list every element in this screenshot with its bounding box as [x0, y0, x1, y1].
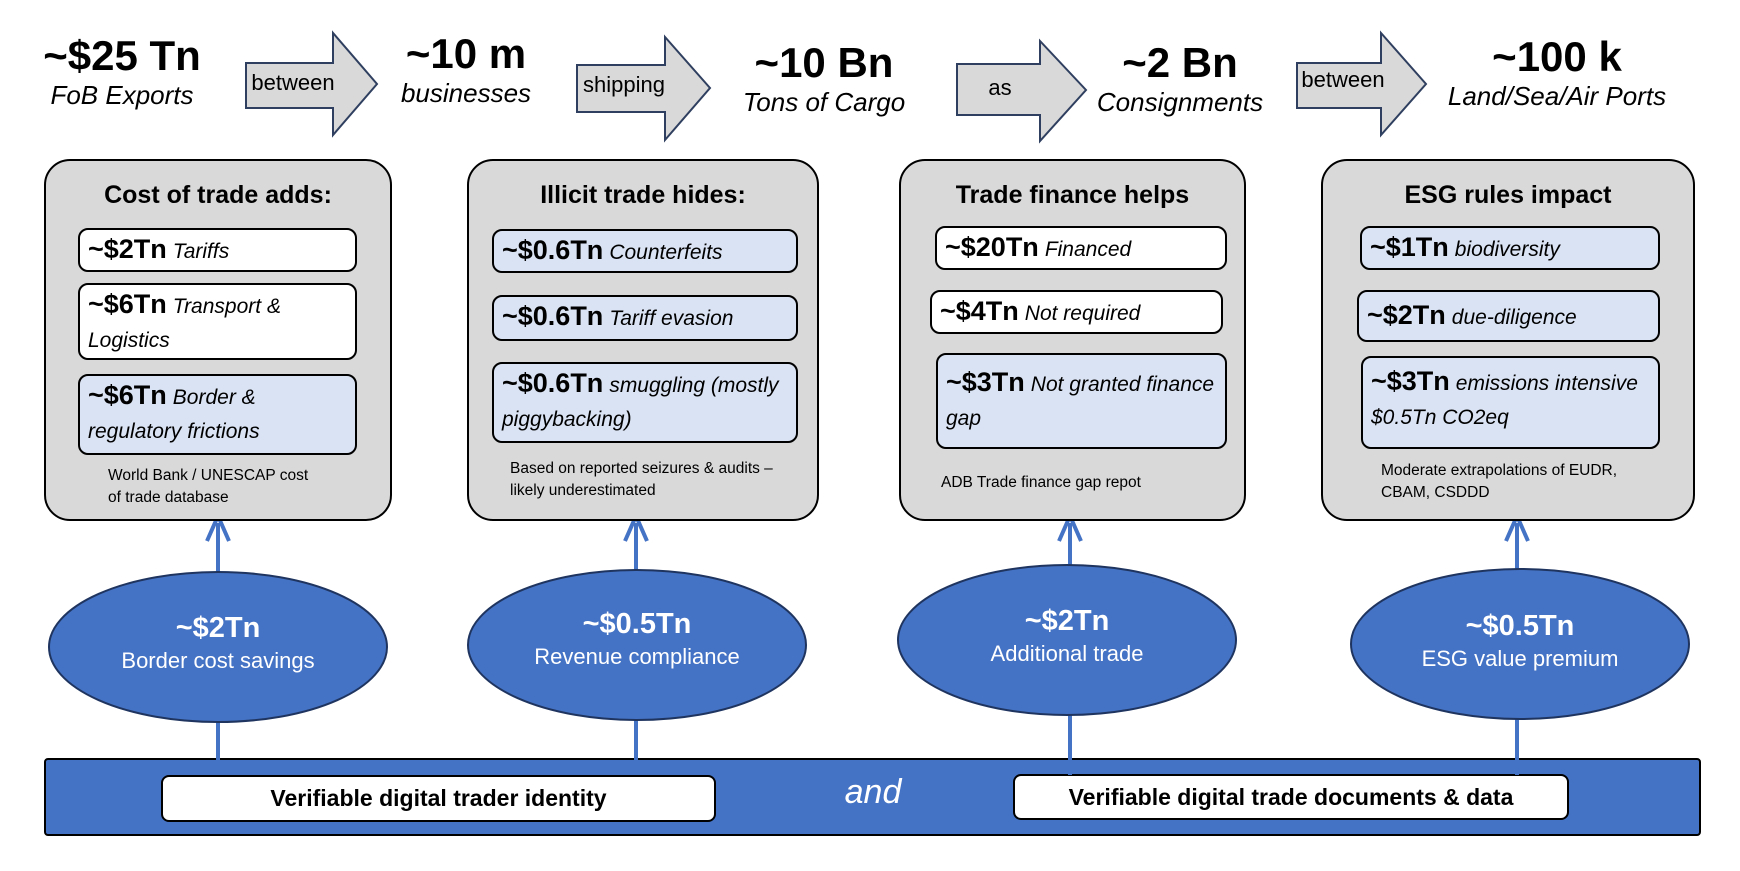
item-text: biodiversity	[1454, 238, 1560, 261]
flow-value: ~10 Bn	[754, 39, 894, 86]
item-text: smuggling (mostly piggybacking)	[502, 374, 779, 431]
flow-value: ~100 k	[1492, 33, 1622, 80]
item-value: ~$0.6Tn	[502, 368, 604, 398]
panel-source-note: Based on reported seizures & audits – li…	[510, 460, 773, 499]
flow-label: FoB Exports	[50, 80, 194, 110]
connector-label: between	[251, 70, 335, 95]
benefit-ellipse-4	[1350, 568, 1690, 720]
flow-ports: ~100 k Land/Sea/Air Ports	[1407, 33, 1707, 111]
benefit-value: ~$0.5Tn	[582, 608, 692, 640]
item-value: ~$0.6Tn	[502, 235, 604, 265]
item-value: ~$6Tn	[88, 380, 167, 410]
flow-label: Consignments	[1096, 87, 1264, 117]
panel-source-note: ADB Trade finance gap repot	[941, 474, 1141, 491]
flow-arrow-1	[245, 30, 379, 138]
item-value: ~$2Tn	[88, 234, 167, 264]
flow-label: Land/Sea/Air Ports	[1447, 81, 1667, 111]
flow-businesses: ~10 m businesses	[316, 30, 616, 108]
benefit-esg-premium: ~$0.5Tn ESG value premium	[1360, 608, 1680, 674]
item-value: ~$0.6Tn	[502, 301, 604, 331]
item-text: due-diligence	[1451, 306, 1577, 329]
flow-value: ~2 Bn	[1122, 39, 1238, 86]
panel-title: Trade finance helps	[955, 181, 1190, 209]
item-text: Not required	[1024, 302, 1141, 325]
flow-arrow-2	[576, 34, 712, 143]
benefit-value: ~$2Tn	[1024, 605, 1110, 637]
item-text: emissions intensive $0.5Tn CO2eq	[1371, 372, 1638, 429]
connector-label: as	[988, 75, 1012, 100]
item-text: Border & regulatory frictions	[88, 386, 260, 443]
panel-title: Cost of trade adds:	[104, 181, 332, 209]
flow-cargo: ~10 Bn Tons of Cargo	[674, 39, 974, 117]
item-text: Not granted finance gap	[946, 373, 1215, 430]
panel-title: Illicit trade hides:	[540, 181, 746, 209]
item-value: ~$3Tn	[1371, 366, 1450, 396]
panel-trade-finance: Trade finance helps	[899, 159, 1246, 521]
item-value: ~$3Tn	[946, 367, 1025, 397]
flow-consignments: ~2 Bn Consignments	[1030, 39, 1330, 117]
item-value: ~$20Tn	[945, 232, 1039, 262]
panel-source-note: Moderate extrapolations of EUDR, CBAM, C…	[1381, 462, 1618, 501]
flow-value: ~10 m	[405, 30, 527, 77]
foundation-joiner: and	[844, 773, 902, 811]
benefit-label: Border cost savings	[121, 648, 315, 673]
panel-source-note: World Bank / UNESCAP cost of trade datab…	[108, 467, 309, 506]
benefit-ellipse-1	[48, 571, 388, 723]
benefit-border-cost: ~$2Tn Border cost savings	[58, 610, 378, 676]
flow-exports: ~$25 Tn FoB Exports	[0, 32, 272, 110]
item-value: ~$6Tn	[88, 289, 167, 319]
trade-documents-box: Verifiable digital trade documents & dat…	[1013, 774, 1569, 820]
flow-label: businesses	[400, 78, 532, 108]
benefit-label: Additional trade	[990, 641, 1144, 666]
connector-label: shipping	[583, 72, 665, 97]
item-text: Tariffs	[172, 240, 230, 263]
benefit-ellipse-2	[467, 569, 807, 721]
item-value: ~$1Tn	[1370, 232, 1449, 262]
benefit-additional-trade: ~$2Tn Additional trade	[907, 603, 1227, 669]
panel-title: ESG rules impact	[1404, 181, 1612, 209]
flow-value: ~$25 Tn	[43, 32, 201, 79]
flow-arrow-3	[956, 38, 1088, 144]
trader-identity-box: Verifiable digital trader identity	[161, 775, 716, 822]
item-text: Financed	[1044, 238, 1132, 261]
benefit-label: ESG value premium	[1421, 646, 1619, 671]
item-text: Counterfeits	[609, 241, 723, 264]
benefit-ellipse-3	[897, 564, 1237, 716]
benefit-label: Revenue compliance	[534, 644, 740, 669]
item-text: Transport & Logistics	[88, 295, 281, 352]
benefit-revenue: ~$0.5Tn Revenue compliance	[477, 606, 797, 672]
item-value: ~$4Tn	[940, 296, 1019, 326]
benefit-value: ~$0.5Tn	[1465, 610, 1575, 642]
item-value: ~$2Tn	[1367, 300, 1446, 330]
connector-label: between	[1301, 67, 1385, 92]
benefit-value: ~$2Tn	[175, 612, 261, 644]
flow-label: Tons of Cargo	[742, 87, 906, 117]
item-text: Tariff evasion	[609, 307, 734, 330]
flow-arrow-4	[1296, 30, 1428, 138]
